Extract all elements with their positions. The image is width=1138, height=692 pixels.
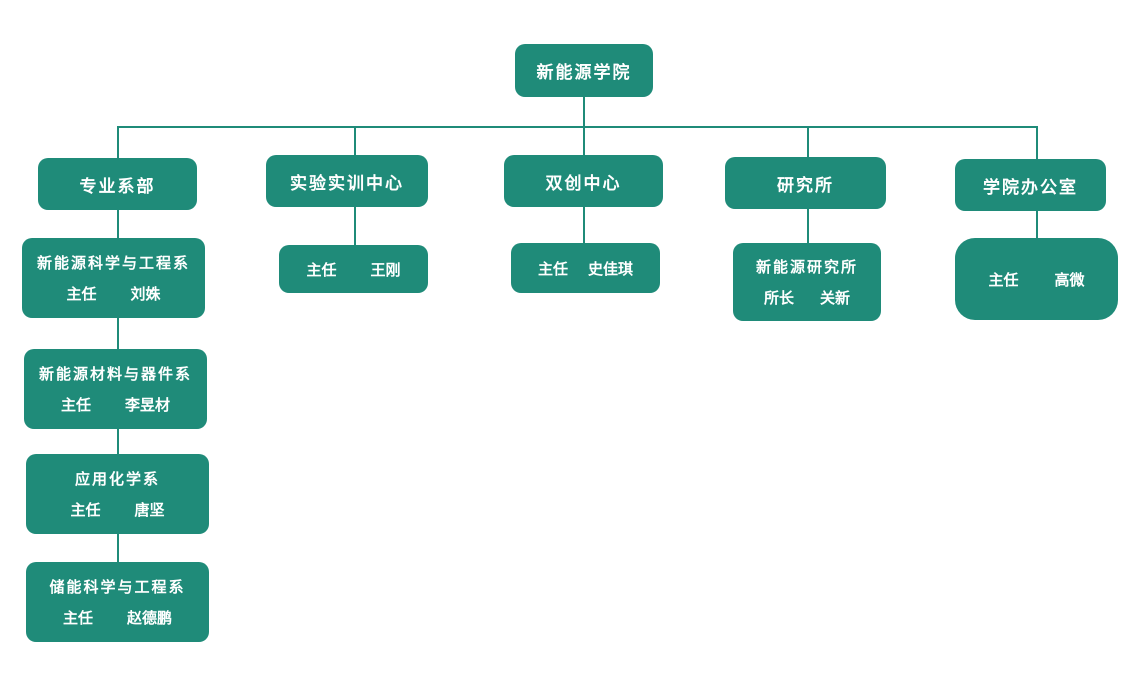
- unit-node: 实验实训中心: [266, 155, 428, 207]
- person: 唐坚: [134, 501, 165, 519]
- role: 主任: [537, 259, 568, 278]
- person: 史佳琪: [588, 259, 634, 278]
- head-node: 主任 高微: [955, 238, 1118, 320]
- role: 主任: [62, 609, 93, 627]
- department-name: 储能科学与工程系: [49, 578, 186, 596]
- role: 所长: [763, 289, 794, 307]
- unit-node: 双创中心: [504, 155, 663, 207]
- institute-name: 新能源研究所: [755, 258, 858, 276]
- role: 主任: [60, 396, 91, 414]
- department-node: 新能源材料与器件系 主任 李昱材: [24, 349, 207, 429]
- connector: [117, 126, 1038, 128]
- department-node: 应用化学系 主任 唐坚: [26, 454, 209, 534]
- person: 刘姝: [130, 285, 161, 303]
- person: 赵德鹏: [127, 609, 173, 627]
- role: 主任: [306, 260, 337, 279]
- department-name: 新能源科学与工程系: [36, 254, 190, 272]
- person: 李昱材: [125, 396, 171, 414]
- role: 主任: [70, 501, 101, 519]
- department-node: 储能科学与工程系 主任 赵德鹏: [26, 562, 209, 642]
- unit-node: 学院办公室: [955, 159, 1106, 211]
- head-node: 主任 王刚: [279, 245, 428, 293]
- person: 高微: [1054, 270, 1085, 289]
- department-name: 新能源材料与器件系: [38, 365, 192, 383]
- connector: [117, 126, 119, 562]
- head-node: 主任 史佳琪: [511, 243, 660, 293]
- unit-node: 研究所: [725, 157, 886, 209]
- connector: [583, 97, 585, 128]
- department-node: 新能源科学与工程系 主任 刘姝: [22, 238, 205, 318]
- root-node: 新能源学院: [515, 44, 653, 97]
- person: 王刚: [370, 260, 401, 279]
- institute-node: 新能源研究所 所长 关新: [733, 243, 881, 321]
- unit-node: 专业系部: [38, 158, 197, 210]
- role: 主任: [988, 270, 1019, 289]
- person: 关新: [820, 289, 851, 307]
- department-name: 应用化学系: [74, 470, 160, 488]
- role: 主任: [66, 285, 97, 303]
